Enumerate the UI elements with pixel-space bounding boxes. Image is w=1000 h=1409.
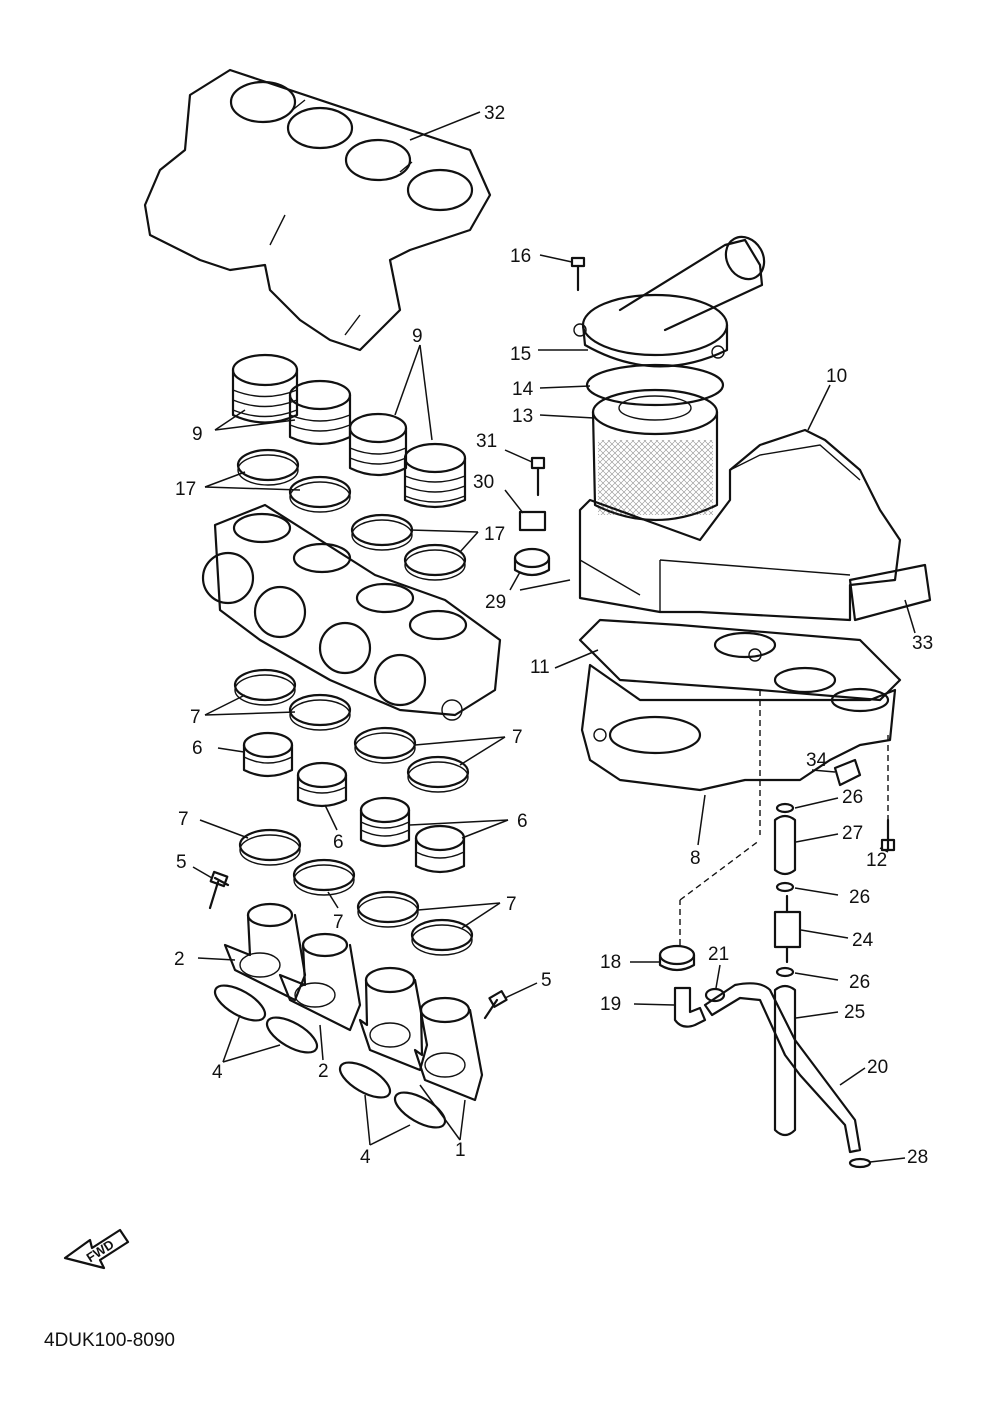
intake-funnels [214,344,467,509]
callout-label: 7 [512,727,523,748]
catch-tank [773,894,849,964]
callout-label: 8 [690,848,701,869]
air-cleaner-lower-case [580,631,897,846]
breather-hose-upper [773,814,839,876]
callout-label: 4 [360,1147,371,1168]
cover-seal-ring [539,363,725,407]
callout-label: 28 [907,1147,928,1168]
callout-label: 26 [849,887,870,908]
callout-label: 17 [484,524,505,545]
callout-labels: 1 2 2 4 4 5 5 6 6 6 7 7 7 7 7 8 9 9 10 1… [174,103,933,1168]
heat-shield-plate [143,68,492,352]
callout-label: 31 [476,431,497,452]
case-seal-tape [848,563,932,634]
hose-clips [775,797,839,981]
carburetor-clamps [199,668,506,956]
callout-label: 2 [318,1061,329,1082]
callout-label: 17 [175,479,196,500]
callout-label: 19 [600,994,621,1015]
hose-end-clip [848,1157,906,1169]
intake-manifolds [197,902,484,1141]
case-screw [879,735,896,853]
callout-label: 26 [842,787,863,808]
cover-screw [539,254,586,292]
callout-label: 10 [826,366,847,387]
callout-label: 6 [333,832,344,853]
callout-label: 29 [485,592,506,613]
case-clip [811,758,862,787]
callout-label: 12 [866,850,887,871]
callout-label: 32 [484,103,505,124]
carburetor-assembly [201,503,502,721]
drawing-code: 4DUK100-8090 [44,1330,175,1351]
callout-label: 5 [176,852,187,873]
drain-hose [703,982,866,1154]
callout-label: 20 [867,1057,888,1078]
air-filter-element [539,388,719,522]
callout-label: 16 [510,246,531,267]
callout-label: 7 [190,707,201,728]
callout-label: 34 [806,750,828,771]
callout-label: 25 [844,1002,865,1023]
callout-label: 18 [600,952,621,973]
callout-label: 24 [852,930,874,951]
callout-label: 15 [510,344,531,365]
callout-label: 6 [517,811,528,832]
carburetor-joints [217,731,509,874]
callout-label: 30 [473,472,494,493]
callout-label: 6 [192,738,203,759]
forward-direction-arrow: FWD [63,1228,130,1270]
funnel-clamps [204,448,479,581]
callout-label: 7 [178,809,189,830]
grommet [630,839,761,972]
callout-label: 5 [541,970,552,991]
manifold-gaskets [213,984,447,1146]
callout-label: 4 [212,1062,223,1083]
breather-hose-lower [773,984,839,1137]
callout-label: 11 [530,657,550,678]
callout-label: 14 [512,379,534,400]
callout-label: 9 [192,424,203,445]
hose-clamp [704,964,726,1003]
air-cleaner-case [578,384,902,622]
grommets-and-bolt [504,449,571,591]
callout-label: 7 [333,912,344,933]
callout-label: 9 [412,326,423,347]
callout-label: 13 [512,406,533,427]
case-gasket [554,618,902,702]
callout-label: 1 [455,1140,466,1161]
callout-label: 2 [174,949,185,970]
callout-label: 26 [849,972,870,993]
callout-label: 7 [506,894,517,915]
callout-label: 27 [842,823,863,844]
callout-label: 33 [912,633,933,654]
air-cleaner-cover [538,235,766,368]
manifold-bolts [192,866,538,1020]
drain-joint [633,986,707,1028]
callout-label: 21 [708,944,729,965]
